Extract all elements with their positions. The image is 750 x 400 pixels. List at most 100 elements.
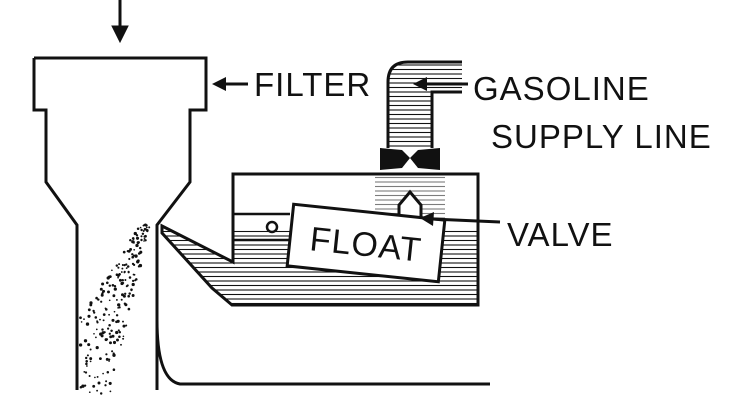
spray-dot [94,376,96,379]
spray-dot [122,320,124,323]
spray-dot [148,226,151,229]
spray-dot [105,308,108,311]
spray-dot [107,290,110,294]
spray-dot [108,332,111,335]
air-horn-body [32,56,208,390]
spray-dot [123,270,126,274]
spray-dot [131,240,135,244]
spray-dot [117,303,121,307]
spray-dot [78,343,83,347]
spray-dot [83,339,88,343]
spray-dot [136,260,140,264]
spray-dot [101,328,104,331]
spray-dot [87,343,91,347]
spray-dot [123,302,127,305]
spray-dot [125,285,128,288]
spray-dot [85,360,88,363]
spray-dot [102,289,106,293]
spray-dot [143,237,146,240]
spray-dot [129,247,133,251]
spray-dot [106,276,110,280]
spray-dot [125,267,128,269]
spray-dot [118,306,121,309]
spray-dot [97,298,100,301]
spray-dot [134,254,138,258]
spray-dot [112,368,116,371]
spray-dot [96,375,99,378]
spray-dot [136,227,140,230]
spray-dot [124,292,127,295]
spray-dot [95,296,98,300]
gasoline-supply-line [386,60,462,148]
spray-dot [83,371,86,373]
spray-dot [143,240,145,242]
spray-dot [108,360,111,362]
spray-dot [145,226,148,229]
spray-dot [118,273,121,276]
spray-dot [118,263,121,266]
spray-dot [133,231,137,236]
spray-dot [116,338,119,342]
spray-dot [112,294,116,298]
spray-dot [96,320,99,323]
spray-dot [121,264,124,266]
spray-dot [108,284,112,287]
spray-dot [115,330,119,335]
spray-dot [84,371,88,374]
spray-dot [118,331,122,334]
spray-dot [95,328,98,331]
spray-dot [99,318,101,321]
spray-dot [124,279,127,281]
spray-dot [111,334,115,338]
spray-dot [93,332,95,335]
spray-dot [132,254,135,257]
spray-dot [115,314,119,317]
valve-label: VALVE [507,216,614,253]
spray-dot [142,230,145,232]
spray-dot [85,322,90,326]
spray-dot [111,350,114,353]
spray-dot [89,357,93,361]
spray-dot [99,332,103,336]
spray-dot [115,298,118,301]
spray-dot [92,309,95,313]
spray-dot [131,282,135,287]
spray-dot [85,362,88,366]
spray-dot [142,224,145,227]
spray-dot [127,294,131,298]
fuel-spray [78,223,151,395]
spray-dot [97,381,101,385]
spray-dot [113,285,117,288]
spray-dot [108,299,111,302]
spray-dot [135,236,140,240]
spray-dot [108,381,112,385]
spray-dot [132,279,135,282]
spray-dot [140,238,143,242]
spray-dot [101,292,104,295]
spray-dot [111,283,115,287]
spray-dot [145,228,148,231]
spray-dot [87,314,91,318]
spray-dot [117,266,120,269]
spray-dot [118,278,122,282]
spray-dot [135,278,138,281]
spray-dot [127,270,130,273]
float: FLOAT [285,202,447,284]
spray-dot [128,292,131,295]
spray-dot [117,276,119,279]
spray-dot [135,234,139,237]
spray-dot [128,276,132,279]
spray-dot [105,353,108,356]
spray-dot [111,269,113,272]
spray-dot [83,318,85,320]
spray-dot [116,319,120,323]
spray-dot [86,365,88,367]
spray-dot [112,352,115,355]
spray-dot [122,294,126,298]
supply-line-label: SUPPLY LINE [491,118,712,155]
spray-dot [79,385,83,389]
spray-dot [138,246,142,250]
spray-dot [120,271,123,273]
